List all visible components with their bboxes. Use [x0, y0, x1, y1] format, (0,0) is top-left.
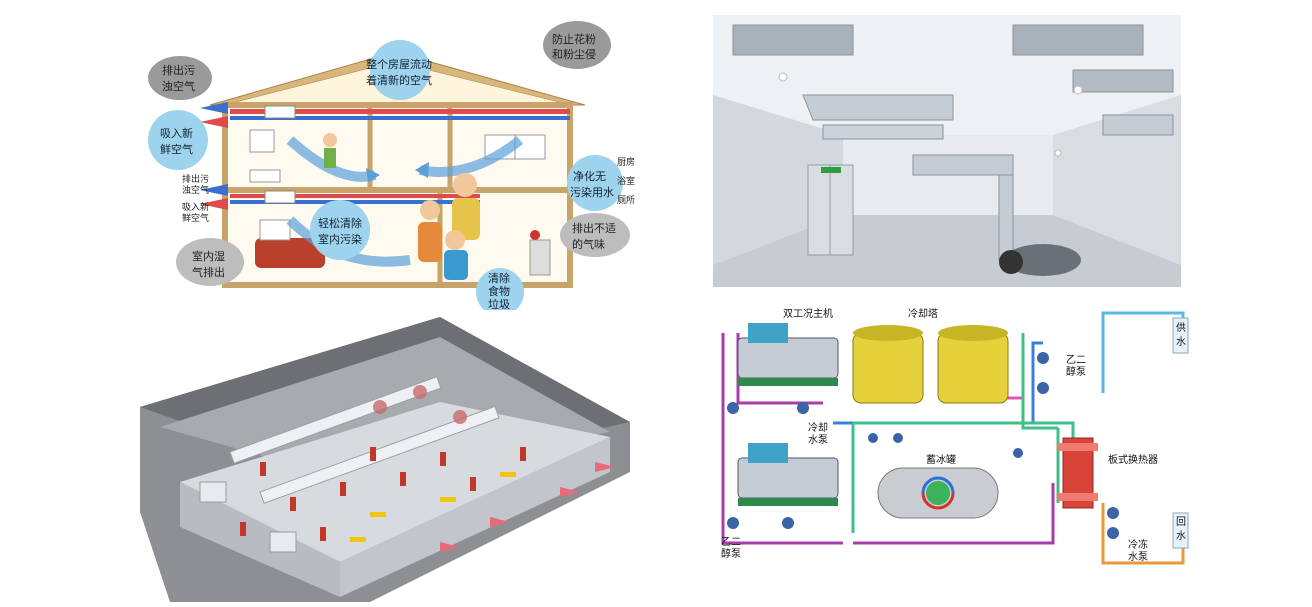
- chilled-pump-label-1: 冷冻: [1128, 538, 1148, 551]
- exhaust-dirty-label-2: 浊空气: [162, 79, 195, 93]
- humid-label-2: 气排出: [192, 265, 225, 279]
- house-title-2: 着清新的空气: [366, 73, 432, 87]
- cooling-tower-1: [852, 325, 924, 404]
- return-label-1: 回: [1176, 516, 1186, 528]
- intake-fresh-label-2: 鲜空气: [160, 142, 193, 156]
- pollen-label-2: 和粉尘侵: [552, 48, 596, 61]
- easy-clean-label-2: 室内污染: [318, 232, 362, 246]
- glycol-pump-left-label-1: 乙二: [721, 536, 741, 548]
- food-label-1: 清除: [488, 271, 510, 285]
- ice-tank-label: 蓄冰罐: [926, 453, 956, 466]
- food-label-3: 垃圾: [488, 297, 510, 310]
- chilled-pump-label-2: 水泵: [1128, 551, 1148, 563]
- cooling-tower-label: 冷却塔: [908, 307, 938, 320]
- cooling-pump-label-2: 水泵: [808, 434, 828, 446]
- house-ventilation-diagram: 排出污 浊空气 防止花粉 和粉尘侵 排出不适 的气味 室内湿 气排出 整个房屋流…: [140, 10, 640, 310]
- toilet-label: 厕所: [617, 195, 635, 206]
- plate-heat-exchanger: [1058, 437, 1098, 509]
- exhaust-dirty-small-1: 排出污: [182, 173, 209, 185]
- return-label-2: 水: [1176, 530, 1186, 542]
- cooling-tower-2: [937, 325, 1009, 404]
- factory-cutaway-render: [140, 312, 630, 604]
- ice-storage-cooling-schematic: 双工况主机 冷却塔 乙二 醇泵 冷却 水泵 蓄冰罐 板式换热器 乙二 醇泵 冷冻…: [713, 303, 1203, 603]
- odor-label-1: 排出不适: [572, 221, 616, 235]
- exhaust-dirty-label-1: 排出污: [162, 63, 195, 77]
- exhaust-dirty-small-2: 浊空气: [182, 184, 209, 196]
- intake-fresh-small-2: 鲜空气: [182, 212, 209, 224]
- ceiling-duct-room-render: [713, 15, 1181, 287]
- cooling-pump-label-1: 冷却: [808, 421, 828, 434]
- purify-label-2: 污染用水: [570, 185, 614, 199]
- glycol-pump-left-label-2: 醇泵: [721, 547, 741, 560]
- supply-label-2: 水: [1176, 336, 1186, 348]
- ice-storage-tank: [877, 467, 999, 519]
- supply-label-1: 供: [1176, 321, 1186, 334]
- odor-label-2: 的气味: [572, 237, 605, 251]
- intake-fresh-label-1: 吸入新: [160, 126, 193, 140]
- chiller-upper: [737, 323, 839, 386]
- intake-fresh-small-label: 吸入新 鲜空气: [182, 201, 212, 224]
- glycol-pump-right-label-1: 乙二: [1066, 354, 1086, 366]
- humid-label-1: 室内湿: [192, 249, 225, 263]
- chiller-label: 双工况主机: [783, 307, 833, 320]
- bathroom-label: 浴室: [617, 175, 635, 187]
- house-title-1: 整个房屋流动: [366, 57, 432, 71]
- pollen-label-1: 防止花粉: [552, 32, 596, 46]
- exhaust-dirty-small-label: 排出污 浊空气: [182, 173, 212, 196]
- chiller-lower: [737, 443, 839, 506]
- intake-fresh-small-1: 吸入新: [182, 201, 209, 213]
- food-label-2: 食物: [488, 284, 510, 298]
- kitchen-label: 厨房: [617, 156, 635, 168]
- glycol-pump-right-label-2: 醇泵: [1066, 365, 1086, 378]
- easy-clean-label-1: 轻松清除: [318, 216, 362, 230]
- plate-hx-label: 板式换热器: [1108, 453, 1158, 466]
- purify-label-1: 净化无: [573, 169, 606, 183]
